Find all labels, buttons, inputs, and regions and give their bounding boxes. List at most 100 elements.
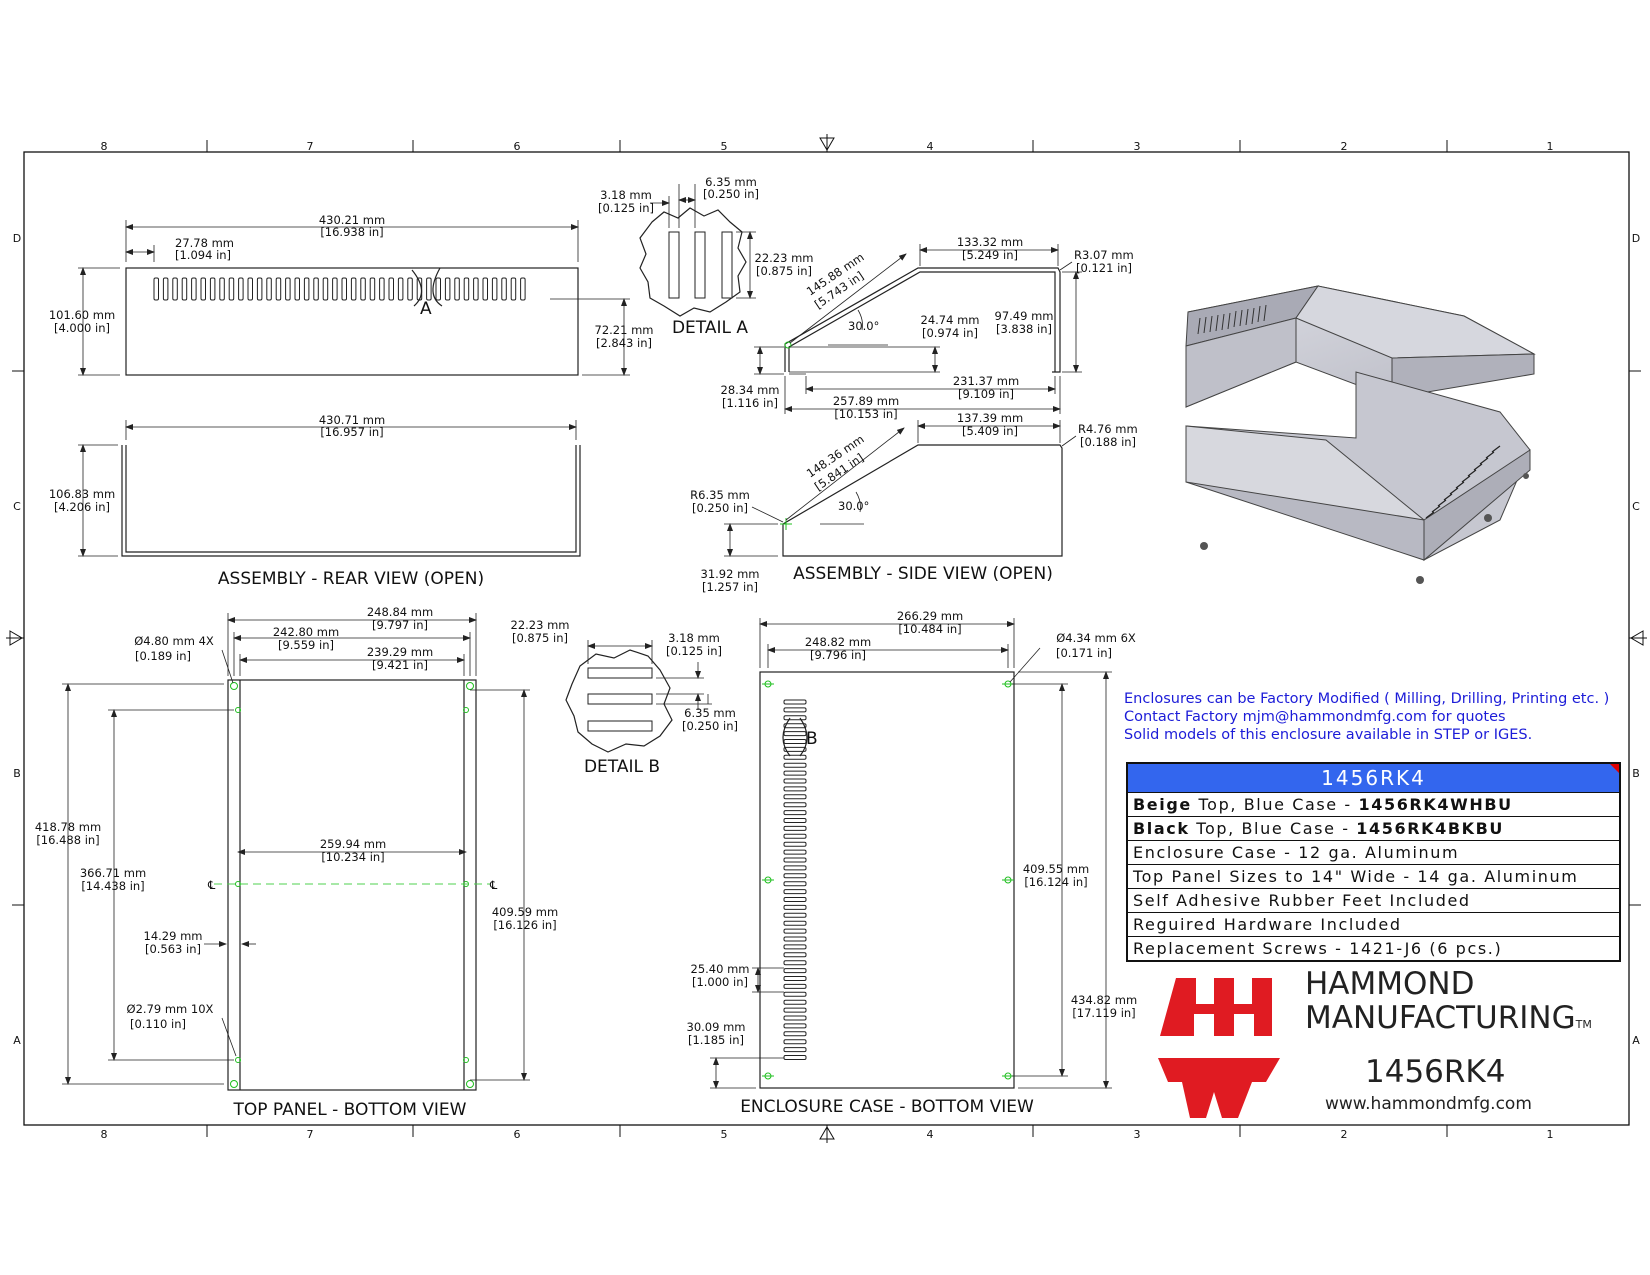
vent-slot xyxy=(332,277,338,301)
vent-slot xyxy=(444,277,451,301)
svg-text:6.35 mm: 6.35 mm xyxy=(705,175,757,189)
rear-vent-slots xyxy=(153,277,526,301)
spec-row: Black Top, Blue Case - 1456RK4BKBU xyxy=(1128,816,1619,840)
svg-text:22.23 mm: 22.23 mm xyxy=(511,618,570,632)
vent-slot xyxy=(172,277,178,301)
svg-text:[0.875 in]: [0.875 in] xyxy=(756,264,812,278)
vent-slot xyxy=(783,904,807,910)
vent-slot xyxy=(783,833,807,839)
vent-slot xyxy=(783,873,807,879)
svg-text:[0.250 in]: [0.250 in] xyxy=(703,187,759,201)
svg-text:101.60 mm: 101.60 mm xyxy=(49,308,115,322)
zone-column-label: 3 xyxy=(1134,1128,1141,1141)
top-panel-bottom-view: ℄ ℄ 248.84 mm [9.797 in] 242.80 mm [9.55… xyxy=(35,605,558,1120)
vent-slot xyxy=(783,1007,807,1013)
svg-text:[0.110 in]: [0.110 in] xyxy=(130,1017,186,1031)
spec-table-header: 1456RK4 xyxy=(1128,764,1619,792)
vent-slot xyxy=(435,277,441,301)
svg-text:[16.938 in]: [16.938 in] xyxy=(320,225,383,239)
svg-text:137.39 mm: 137.39 mm xyxy=(957,411,1023,425)
vent-slot xyxy=(247,277,253,301)
case-vent-slots xyxy=(783,699,807,1060)
vent-slot xyxy=(783,999,807,1005)
vent-slot xyxy=(783,936,807,942)
svg-text:[0.875 in]: [0.875 in] xyxy=(512,631,568,645)
vent-slot xyxy=(783,857,807,863)
svg-text:℄: ℄ xyxy=(489,878,498,892)
vent-slot xyxy=(341,277,347,301)
zone-column-label: 5 xyxy=(721,1128,728,1141)
svg-text:366.71 mm: 366.71 mm xyxy=(80,866,146,880)
vent-slot xyxy=(501,277,507,301)
website-link[interactable]: www.hammondmfg.com xyxy=(1325,1094,1532,1114)
vent-slot xyxy=(783,1039,807,1045)
trademark: TM xyxy=(1575,1018,1592,1031)
svg-text:[0.250 in]: [0.250 in] xyxy=(692,501,748,515)
svg-text:[9.421 in]: [9.421 in] xyxy=(372,658,428,672)
vent-slot xyxy=(322,277,329,301)
enclosure-case-bottom-view: B 266.29 mm [10.484 in] 248.82 mm [9.796… xyxy=(687,609,1138,1117)
vent-slot xyxy=(209,277,216,301)
svg-text:[1.257 in]: [1.257 in] xyxy=(702,580,758,594)
center-markers xyxy=(6,134,1647,1143)
vent-slot xyxy=(783,794,807,800)
spec-row: Beige Top, Blue Case - 1456RK4WHBU xyxy=(1128,792,1619,816)
zone-row-label: B xyxy=(13,767,21,780)
svg-text:133.32 mm: 133.32 mm xyxy=(957,235,1023,249)
svg-text:409.55 mm: 409.55 mm xyxy=(1023,862,1089,876)
vent-slot xyxy=(219,277,225,301)
svg-text:[14.438 in]: [14.438 in] xyxy=(81,879,144,893)
vent-slot xyxy=(181,277,188,301)
vent-slot xyxy=(783,889,807,895)
vent-slot xyxy=(783,786,807,792)
vent-slot xyxy=(783,778,807,784)
svg-text:R6.35 mm: R6.35 mm xyxy=(690,488,750,502)
vent-slot xyxy=(783,944,807,950)
zone-row-label: C xyxy=(1632,500,1640,513)
zone-column-label: 8 xyxy=(101,1128,108,1141)
svg-text:[1.185 in]: [1.185 in] xyxy=(688,1033,744,1047)
svg-text:266.29 mm: 266.29 mm xyxy=(897,609,963,623)
svg-text:97.49 mm: 97.49 mm xyxy=(995,309,1054,323)
vent-slot xyxy=(783,1055,807,1060)
svg-text:[2.843 in]: [2.843 in] xyxy=(596,336,652,350)
vent-slot xyxy=(783,912,807,918)
side-view-title: ASSEMBLY - SIDE VIEW (OPEN) xyxy=(793,564,1053,584)
vent-slot xyxy=(783,1023,807,1029)
vent-slot xyxy=(303,277,310,301)
brand-block: HAMMOND MANUFACTURINGTM 1456RK4 www.hamm… xyxy=(1305,967,1605,1114)
detail-b-callout: B xyxy=(806,729,818,749)
vent-slot xyxy=(783,865,807,871)
svg-text:R4.76 mm: R4.76 mm xyxy=(1078,422,1138,436)
svg-text:409.59 mm: 409.59 mm xyxy=(492,905,558,919)
vent-slot xyxy=(783,818,807,823)
vent-slot xyxy=(491,277,498,301)
svg-text:14.29 mm: 14.29 mm xyxy=(144,929,203,943)
svg-text:[0.974 in]: [0.974 in] xyxy=(922,326,978,340)
vent-slot xyxy=(388,277,394,301)
svg-text:[0.189 in]: [0.189 in] xyxy=(135,649,191,663)
hammond-logo xyxy=(1158,978,1280,1118)
vent-slot xyxy=(783,825,807,831)
rear-open-view: 430.71 mm [16.957 in] 106.83 mm [4.206 i… xyxy=(49,413,581,589)
zone-column-label: 6 xyxy=(514,1128,521,1141)
model-number: 1456RK4 xyxy=(1365,1054,1506,1090)
spec-row: Replacement Screws - 1421-J6 (6 pcs.) xyxy=(1128,936,1619,960)
svg-text:[0.250 in]: [0.250 in] xyxy=(682,719,738,733)
svg-text:[0.188 in]: [0.188 in] xyxy=(1080,435,1136,449)
note-line: Contact Factory mjm@hammondmfg.com for q… xyxy=(1124,709,1506,725)
brand-name-line2: MANUFACTURINGTM xyxy=(1305,1000,1592,1036)
detail-b: 22.23 mm [0.875 in] 3.18 mm [0.125 in] 6… xyxy=(511,618,739,777)
svg-text:Ø4.80 mm 4X: Ø4.80 mm 4X xyxy=(134,634,214,648)
vent-slot xyxy=(228,277,235,301)
vent-slot xyxy=(238,277,244,301)
svg-text:[9.559 in]: [9.559 in] xyxy=(278,638,334,652)
vent-slot xyxy=(783,715,807,721)
rear-view-title: ASSEMBLY - REAR VIEW (OPEN) xyxy=(218,569,484,589)
svg-text:231.37 mm: 231.37 mm xyxy=(953,374,1019,388)
spec-row: Top Panel Sizes to 14" Wide - 14 ga. Alu… xyxy=(1128,864,1619,888)
svg-text:3.18 mm: 3.18 mm xyxy=(600,188,652,202)
svg-text:30.0°: 30.0° xyxy=(838,499,869,513)
